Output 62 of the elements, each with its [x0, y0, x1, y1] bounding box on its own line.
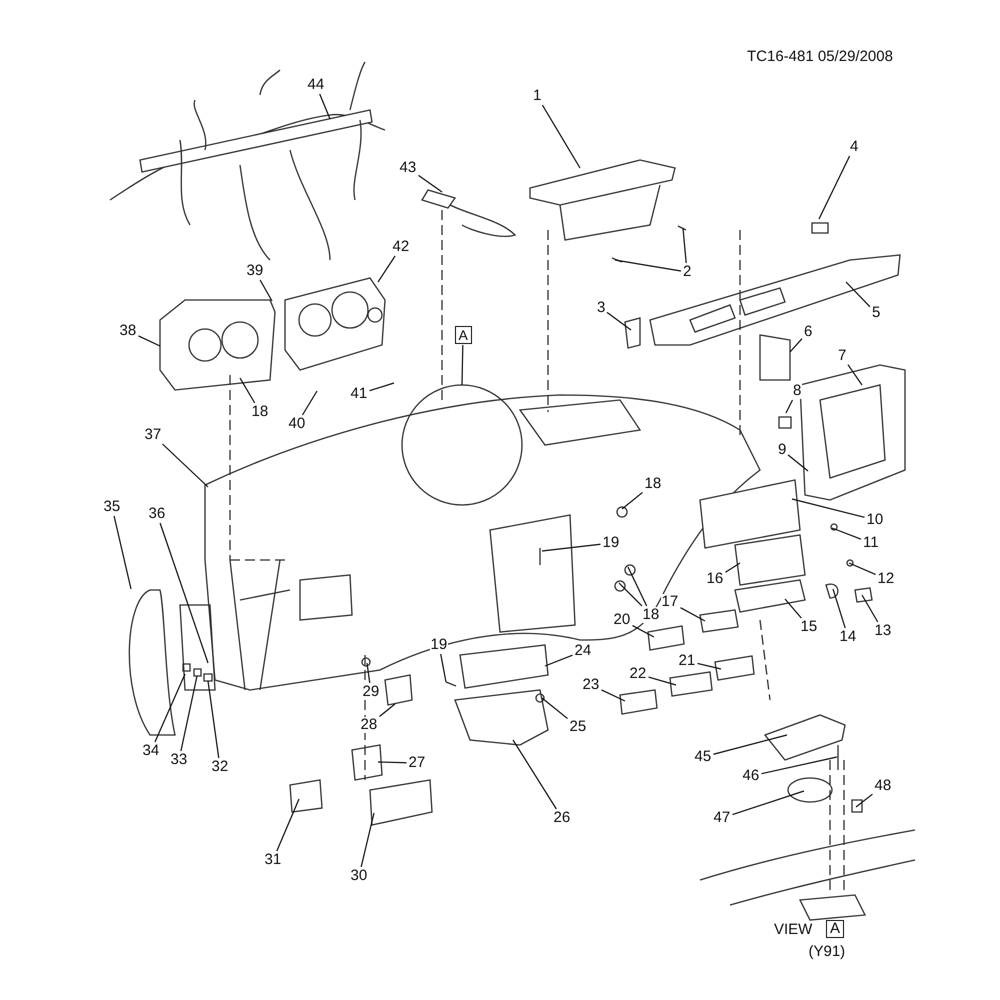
leader-line: [160, 522, 209, 664]
leader-line: [761, 756, 838, 774]
leader-line: [461, 344, 464, 386]
leader-line: [856, 794, 873, 808]
leader-line: [544, 654, 573, 667]
leader-line: [680, 607, 706, 622]
leader-line: [542, 698, 568, 719]
view-caption: VIEW: [774, 920, 812, 938]
leader-line: [725, 562, 740, 573]
leader-line: [276, 798, 300, 852]
leader-line: [260, 280, 273, 302]
leader-line: [732, 790, 804, 816]
leader-line: [713, 734, 788, 755]
leader-line: [180, 676, 198, 752]
leader-line: [788, 454, 808, 472]
leader-line: [542, 104, 581, 168]
leader-line: [818, 156, 850, 220]
leader-line: [848, 364, 862, 386]
leader-line: [138, 335, 160, 347]
callout-number: 28: [360, 717, 378, 733]
leader-line: [848, 562, 876, 576]
leader-line: [207, 680, 220, 758]
leader-line: [302, 390, 318, 416]
callout-number: 18: [642, 607, 660, 623]
leader-line: [114, 516, 132, 590]
leader-line: [378, 256, 396, 282]
leader-line: [832, 588, 846, 628]
leader-line: [601, 689, 626, 702]
leader-line: [360, 812, 375, 868]
leader-line: [861, 594, 878, 622]
leader-line: [366, 662, 370, 684]
leader-line: [378, 761, 407, 764]
view-caption: (Y91): [808, 942, 846, 960]
leader-line: [239, 378, 256, 404]
callout-number: 8: [792, 383, 802, 399]
view-reference-letter: A: [454, 326, 472, 344]
leader-line: [790, 338, 802, 352]
view-reference-letter: A: [826, 920, 844, 938]
leader-line: [785, 400, 794, 414]
leader-line: [832, 527, 862, 540]
leader-line: [682, 228, 687, 264]
callout-number: 19: [430, 637, 448, 653]
leader-line: [606, 312, 632, 330]
leader-line: [618, 582, 642, 606]
leader-line: [379, 704, 396, 717]
leader-line: [418, 174, 442, 192]
leader-line: [319, 94, 331, 120]
leader-line: [440, 654, 447, 682]
leader-line: [627, 566, 648, 606]
leader-line: [512, 740, 557, 810]
leader-line: [614, 259, 682, 272]
leader-line: [632, 625, 654, 638]
drawing-reference-number: TC16-481 05/29/2008: [747, 48, 893, 64]
leader-line: [648, 676, 676, 686]
leader-line: [369, 382, 394, 392]
leader-line: [792, 498, 865, 518]
leader-line: [622, 492, 643, 510]
leader-line: [162, 444, 208, 488]
leader-line: [784, 598, 802, 618]
leader-line: [846, 282, 870, 308]
leader-line: [542, 544, 601, 552]
leader-line: [697, 662, 722, 670]
